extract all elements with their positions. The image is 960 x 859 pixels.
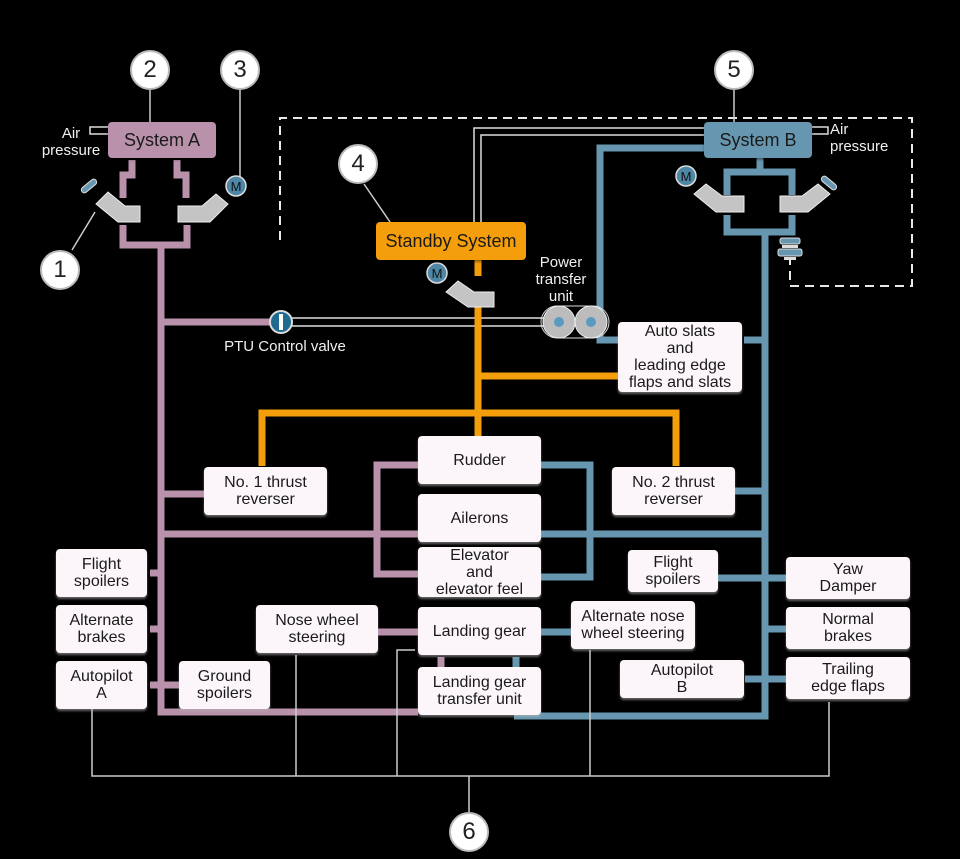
thrust-reverser-2-box[interactable]: No. 2 thrust reverser <box>612 467 735 515</box>
autopilot-a-box[interactable]: Autopilot A <box>56 661 147 709</box>
callout-leaders <box>71 90 830 812</box>
landing-gear-box[interactable]: Landing gear <box>418 607 541 655</box>
system-b-reservoir[interactable]: System B <box>704 122 812 158</box>
trailing-edge-flaps-box[interactable]: Trailing edge flaps <box>786 657 910 699</box>
air-pressure-label-a: Air pressure <box>41 125 101 159</box>
ptu-control-valve-icon <box>269 310 293 334</box>
pump-regulator-icon <box>80 178 98 194</box>
white-signal-lines <box>288 127 704 327</box>
motor-label: M <box>680 169 692 184</box>
normal-brakes-box[interactable]: Normal brakes <box>786 607 910 649</box>
callout-1: 1 <box>40 250 80 290</box>
pump-engine-a <box>80 178 141 223</box>
alternate-nose-wheel-steering-box[interactable]: Alternate nose wheel steering <box>571 601 695 649</box>
ptu-control-valve-label: PTU Control valve <box>224 338 346 355</box>
pump-regulator-icon <box>820 175 838 191</box>
nose-wheel-steering-box[interactable]: Nose wheel steering <box>256 605 378 653</box>
filter-icon <box>777 237 803 260</box>
motor-label: M <box>230 179 242 194</box>
pump-electric-a <box>177 193 229 223</box>
elevator-box[interactable]: Elevator and elevator feel <box>418 547 541 598</box>
ailerons-box[interactable]: Ailerons <box>418 494 541 542</box>
standby-lines <box>258 260 680 466</box>
callout-4: 4 <box>338 144 378 184</box>
callout-2: 2 <box>130 50 170 90</box>
callout-5: 5 <box>714 50 754 90</box>
motor-label: M <box>431 266 443 281</box>
standby-system-reservoir[interactable]: Standby System <box>376 222 526 260</box>
pump-standby <box>445 280 495 308</box>
rudder-box[interactable]: Rudder <box>418 436 541 484</box>
landing-gear-transfer-unit-box[interactable]: Landing gear transfer unit <box>418 667 541 715</box>
ptu-label: Power transfer unit <box>535 254 587 305</box>
autopilot-b-box[interactable]: Autopilot B <box>620 660 744 698</box>
yaw-damper-box[interactable]: Yaw Damper <box>786 557 910 599</box>
flight-spoilers-b-box[interactable]: Flight spoilers <box>628 550 718 592</box>
flight-spoilers-a-box[interactable]: Flight spoilers <box>56 549 147 597</box>
power-transfer-unit-icon <box>540 305 610 339</box>
system-a-reservoir[interactable]: System A <box>108 122 216 158</box>
system-a-lines <box>119 160 445 716</box>
callout-3: 3 <box>220 50 260 90</box>
pump-engine-b <box>779 175 838 213</box>
thrust-reverser-1-box[interactable]: No. 1 thrust reverser <box>204 467 327 515</box>
auto-slats-box[interactable]: Auto slats and leading edge flaps and sl… <box>618 322 742 392</box>
air-pressure-label-b: Air pressure <box>830 121 889 155</box>
air-pressure-port-b <box>812 126 829 135</box>
alternate-brakes-box[interactable]: Alternate brakes <box>56 605 147 653</box>
air-pressure-port-a <box>89 126 108 135</box>
ground-spoilers-box[interactable]: Ground spoilers <box>179 661 270 709</box>
system-b-lines <box>512 144 796 720</box>
pump-electric-b <box>693 183 745 213</box>
motor-icon <box>225 165 697 284</box>
callout-6: 6 <box>449 812 489 852</box>
